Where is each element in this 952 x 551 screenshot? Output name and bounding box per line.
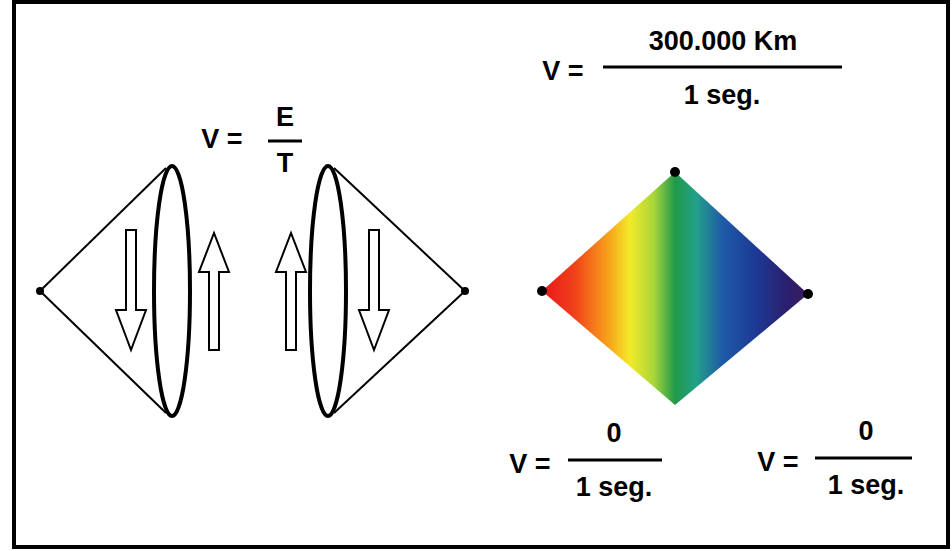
apex-dot: [461, 287, 469, 295]
cone-ellipse: [310, 166, 346, 416]
vertex-dot: [670, 167, 680, 177]
numerator: 0: [858, 417, 873, 447]
formula-lhs: V =: [757, 448, 798, 478]
frame: [14, 2, 948, 547]
formula-lhs: V =: [201, 125, 242, 155]
hollow-arrow-down: [116, 230, 146, 350]
hollow-arrow-down: [359, 230, 389, 350]
numerator: E: [276, 103, 294, 133]
cone-ellipse: [154, 166, 190, 416]
vertex-dot: [803, 289, 813, 299]
formula-lhs: V =: [509, 450, 550, 480]
denominator: T: [277, 149, 294, 179]
denominator: 1 seg.: [684, 81, 761, 111]
denominator: 1 seg.: [576, 473, 653, 503]
left-cone: [40, 168, 166, 413]
formula-lhs: V =: [542, 57, 583, 87]
apex-dot: [36, 287, 44, 295]
right-cone: [334, 168, 465, 413]
numerator: 300.000 Km: [649, 27, 798, 57]
denominator: 1 seg.: [828, 471, 905, 501]
numerator: 0: [606, 419, 621, 449]
vertex-dot: [537, 286, 547, 296]
spectrum-diamond: [542, 172, 808, 405]
fraction-bars: [268, 67, 912, 460]
hollow-arrow-up: [276, 233, 306, 350]
hollow-arrow-up: [199, 233, 229, 350]
